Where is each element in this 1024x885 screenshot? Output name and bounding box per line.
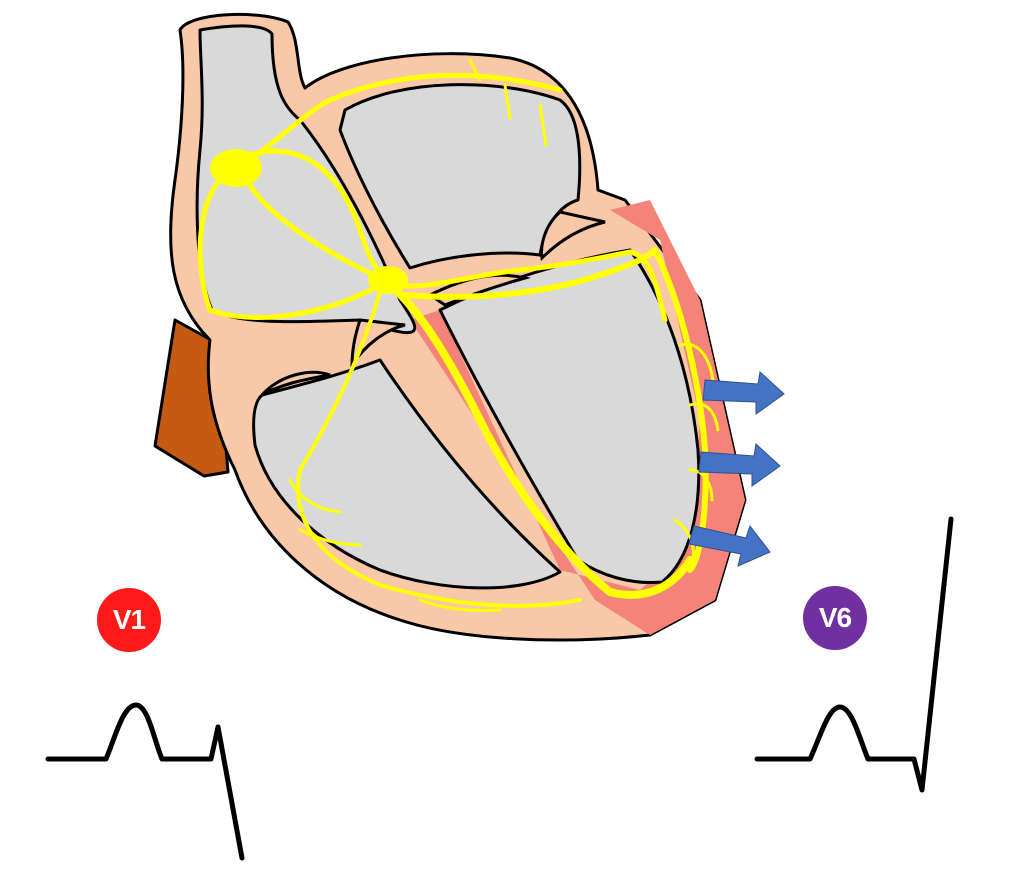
- internodal-tract-middle: [247, 148, 388, 281]
- sa-node: [210, 149, 262, 187]
- internodal-tract-posterior: [197, 172, 383, 320]
- depolarization-arrow: [698, 443, 781, 487]
- purkinje-fibers-right: [288, 478, 502, 612]
- purkinje-fibers-left: [673, 342, 720, 562]
- depolarization-arrow: [702, 371, 785, 415]
- atrial-branch: [468, 58, 548, 147]
- left-atrial-tract: [392, 249, 668, 323]
- depolarization-arrows: [688, 371, 785, 567]
- left-bundle-branch: [402, 247, 709, 573]
- lead-badge-v1: V1: [97, 588, 161, 652]
- bundle-of-his: [386, 281, 694, 599]
- bachmann-bundle: [247, 72, 563, 163]
- mitral-leaflet: [540, 210, 606, 262]
- ecg-trace-v6: [754, 516, 954, 793]
- right-atrium-chamber: [195, 24, 417, 335]
- lead-badge-v6: V6: [803, 586, 867, 650]
- depolarization-arrow: [688, 524, 771, 567]
- ecg-trace-v1: [45, 702, 245, 861]
- conduction-system: [197, 58, 720, 612]
- valve-leaflet-right: [260, 370, 331, 397]
- av-node: [368, 266, 408, 294]
